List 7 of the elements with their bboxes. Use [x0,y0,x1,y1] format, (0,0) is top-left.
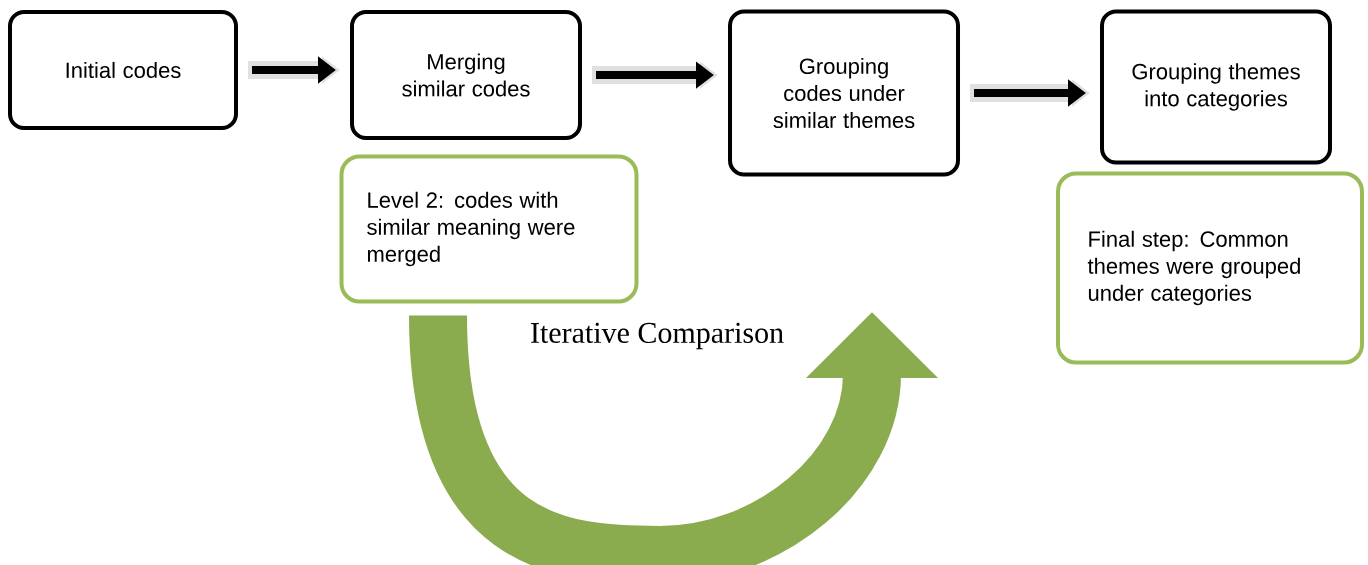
note-box: Final step: Common themes were grouped under categories [1056,171,1364,365]
edge-label: Iterative Comparison [531,322,784,350]
process-box: Initial codes [8,10,238,130]
note-box: Level 2: codes with similar meaning were merged [339,154,639,304]
process-box: Grouping codes under similar themes [728,9,960,177]
process-box: Merging similar codes [350,10,582,140]
process-box: Grouping themes into categories [1100,9,1332,165]
